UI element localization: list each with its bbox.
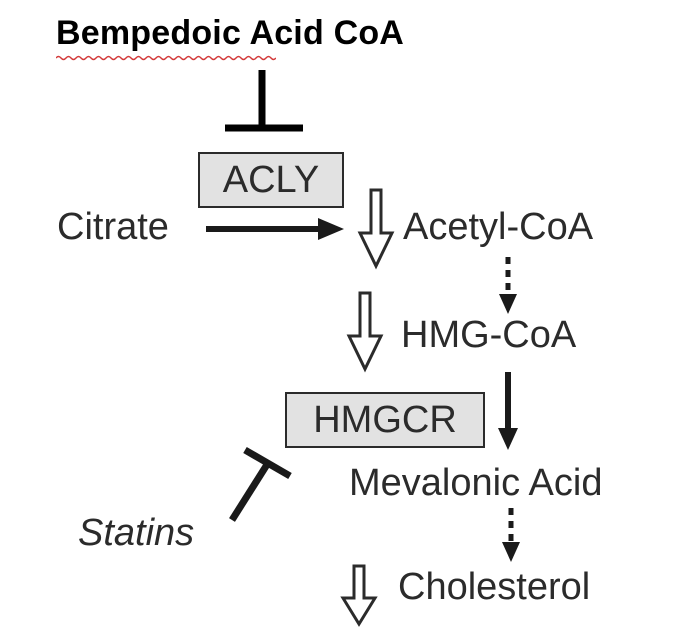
acetyl-coa-label: Acetyl-CoA [403, 206, 594, 248]
mevalonic-acid-label: Mevalonic Acid [349, 462, 603, 504]
bempedoic-acid-title: Bempedoic Acid CoA [56, 14, 405, 52]
mevalonic-to-cholesterol-dotted-arrow [502, 508, 520, 562]
cholesterol-label: Cholesterol [398, 566, 591, 608]
decrease-arrow-hmg-coa [346, 291, 384, 373]
hmgcr-enzyme-box: HMGCR [285, 392, 485, 448]
citrate-label: Citrate [57, 206, 169, 248]
acly-enzyme-box: ACLY [198, 152, 344, 208]
spellcheck-underline [56, 55, 276, 61]
statins-inhibition-bar [229, 446, 292, 522]
citrate-to-acetyl-coa-arrow [206, 218, 344, 240]
statins-label: Statins [78, 512, 195, 554]
acetyl-coa-to-hmg-coa-dotted-arrow [499, 257, 517, 314]
decrease-arrow-acetyl-coa [357, 188, 395, 270]
hmg-coa-to-mevalonic-arrow [498, 372, 518, 450]
hmg-coa-label: HMG-CoA [401, 314, 577, 356]
decrease-arrow-cholesterol [340, 564, 378, 627]
hmgcr-label: HMGCR [313, 398, 457, 441]
acly-label: ACLY [222, 158, 320, 201]
bempedoic-inhibition-bar [225, 70, 303, 132]
